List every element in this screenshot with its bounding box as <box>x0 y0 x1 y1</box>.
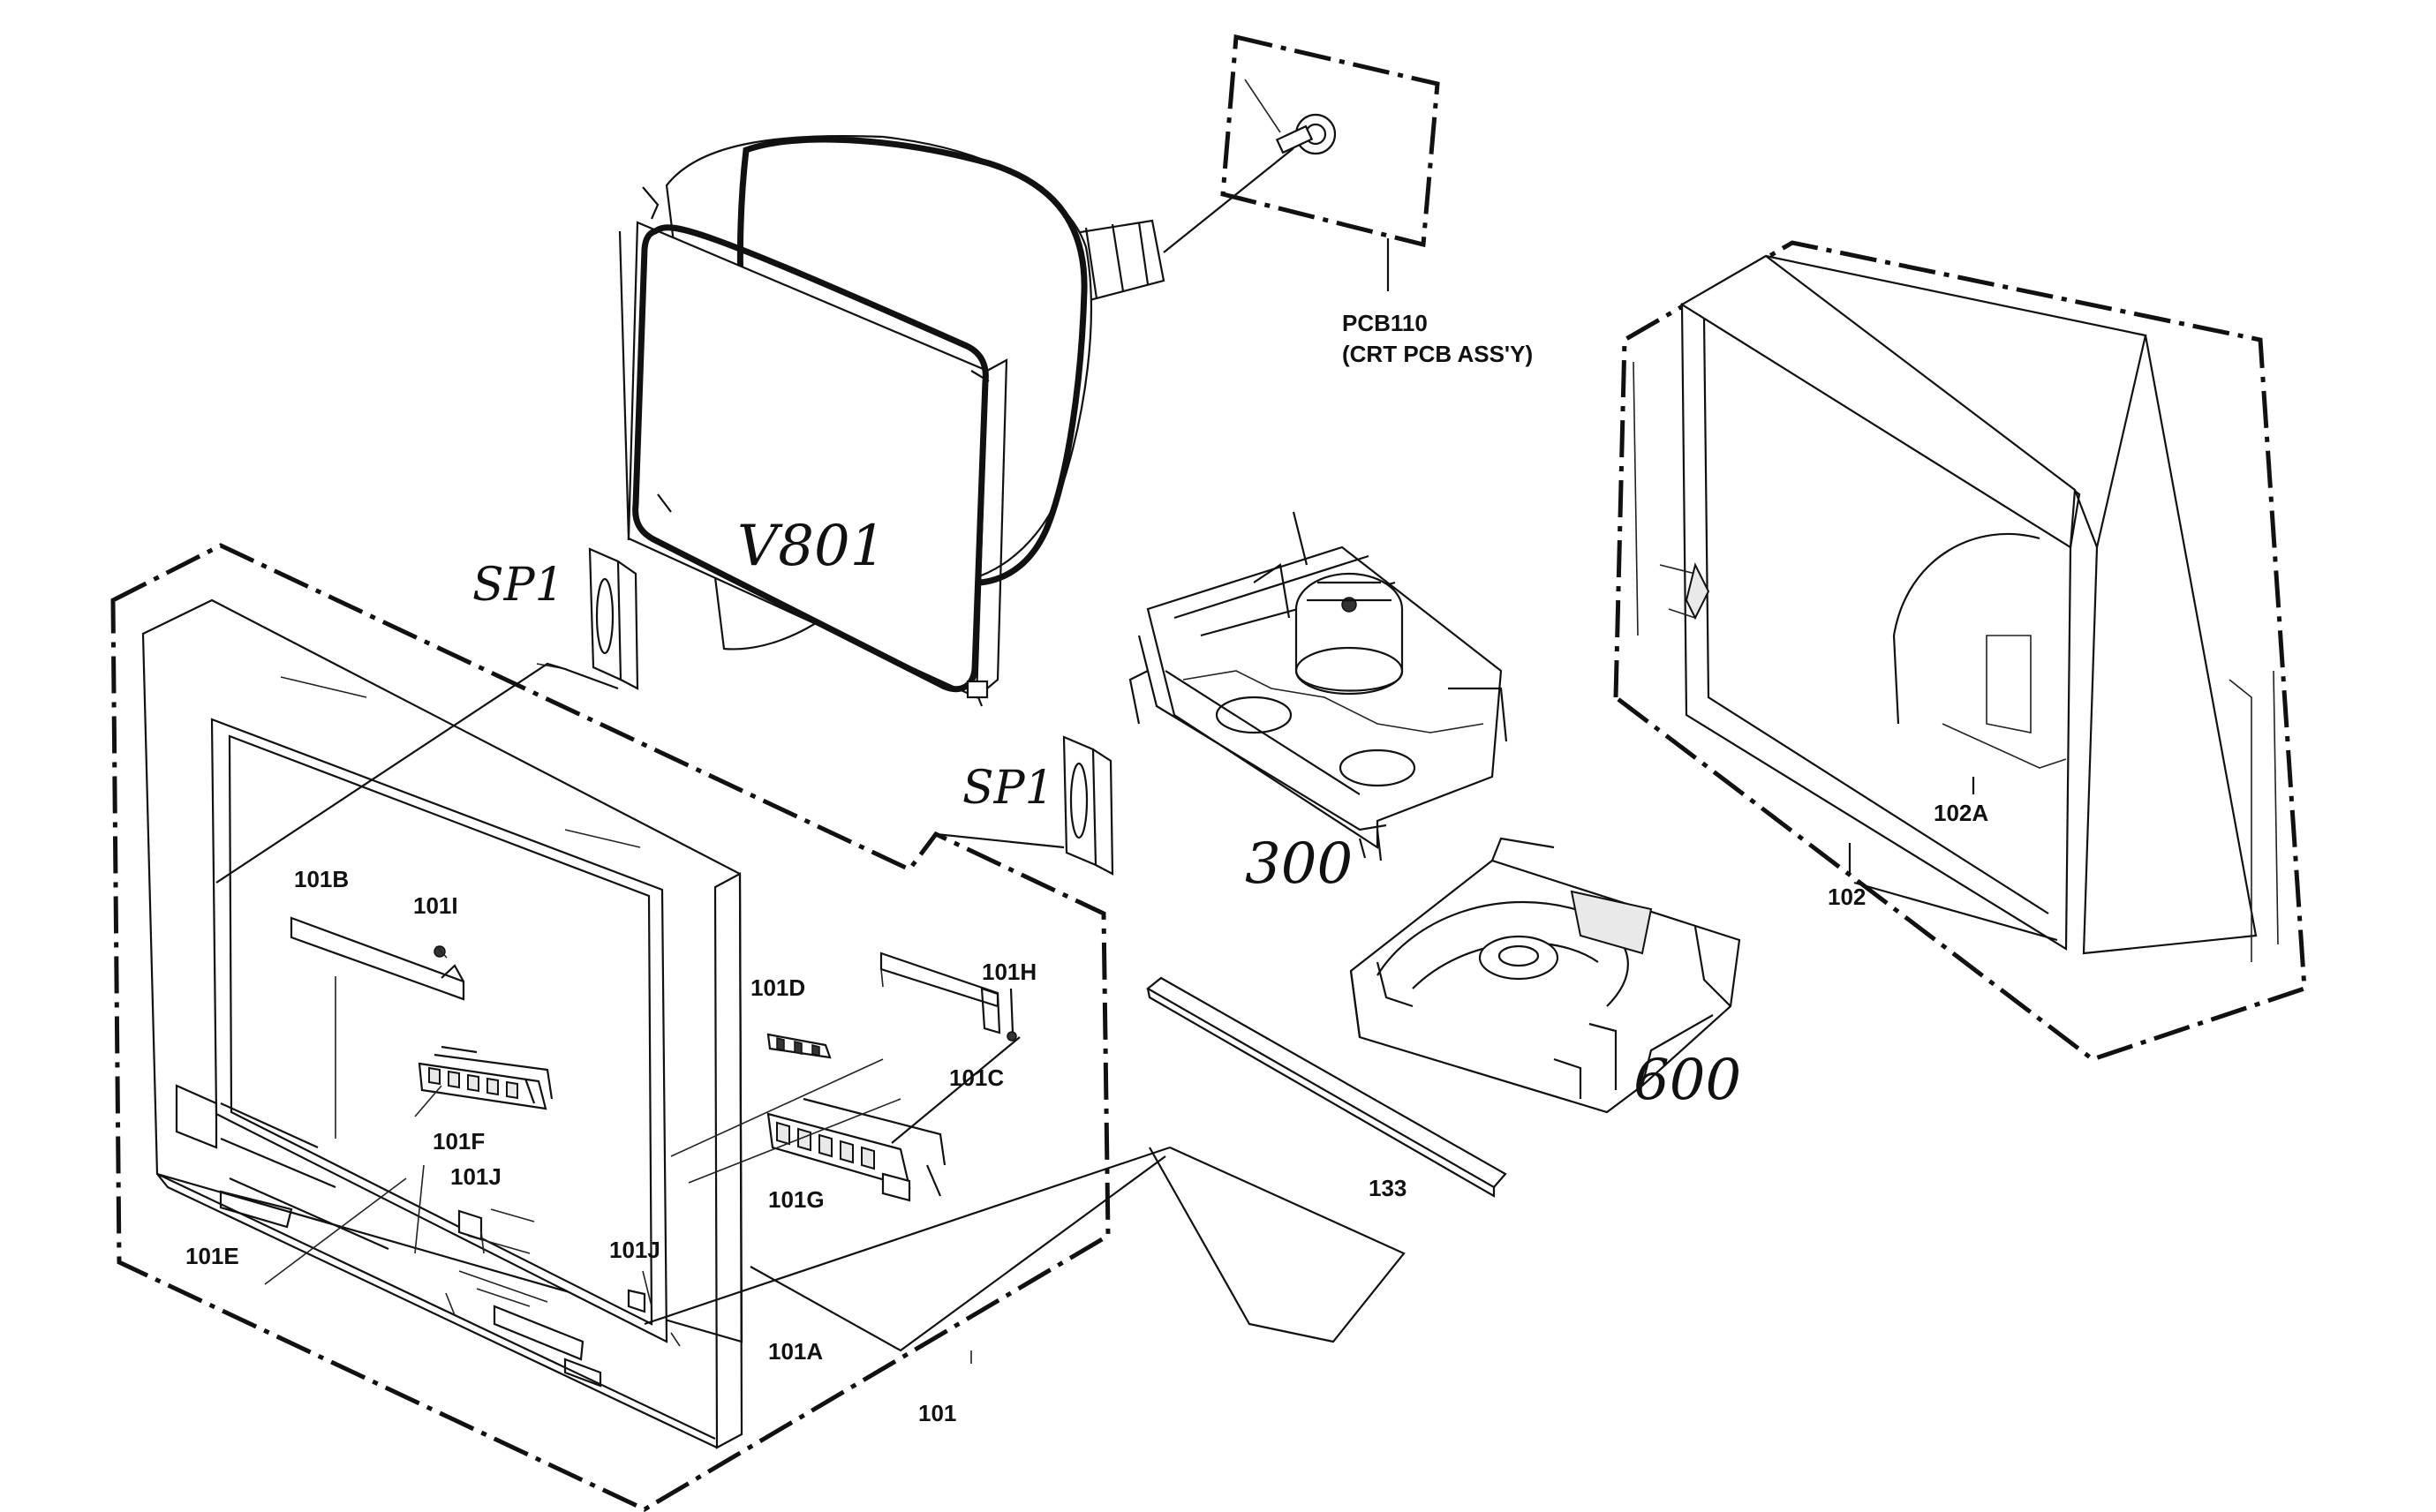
part-101c-rail <box>879 952 1001 1034</box>
label-101g: 101G <box>768 1186 825 1213</box>
left-speaker <box>536 547 639 690</box>
label-101: 101 <box>918 1400 956 1426</box>
label-101h: 101H <box>982 959 1037 985</box>
part-101j-bracket-upper <box>457 1208 535 1241</box>
label-sp1-left: SP1 <box>472 559 564 612</box>
label-101c: 101C <box>949 1064 1004 1091</box>
trim-strip-133 <box>1146 976 1507 1198</box>
part-101i-screw <box>434 945 448 959</box>
label-300: 300 <box>1245 831 1353 897</box>
vcr-mechanism <box>1128 511 1508 861</box>
label-pcb110: PCB110 <box>1342 310 1428 336</box>
label-101e: 101E <box>185 1243 239 1269</box>
label-101d: 101D <box>750 974 805 1001</box>
crt-pcb-assembly <box>1220 34 1440 291</box>
part-101f-button-board <box>418 1045 554 1110</box>
leader-lines <box>215 662 1406 1364</box>
label-101j-upper: 101J <box>450 1163 502 1190</box>
label-pcb110-description: (CRT PCB ASS'Y) <box>1342 341 1533 367</box>
dvd-loader <box>1349 837 1741 1114</box>
label-101b: 101B <box>294 866 349 892</box>
label-101j-lower: 101J <box>609 1237 660 1263</box>
label-101f: 101F <box>433 1128 485 1155</box>
label-102a: 102A <box>1934 800 1988 826</box>
part-101h-screw <box>1007 988 1017 1042</box>
label-102: 102 <box>1828 884 1866 910</box>
label-101a: 101A <box>768 1338 823 1365</box>
label-600: 600 <box>1633 1048 1741 1113</box>
front-cabinet <box>110 543 1111 1512</box>
right-speaker <box>1062 735 1114 876</box>
label-133: 133 <box>1369 1175 1407 1201</box>
crt-picture-tube <box>618 134 1294 707</box>
label-101i: 101I <box>413 892 458 919</box>
part-101j-bracket-lower <box>627 1289 646 1313</box>
part-101d-clip <box>766 1033 832 1059</box>
part-101g-button-board <box>766 1097 946 1202</box>
rear-cabinet <box>1613 240 2307 1062</box>
part-101b-bar <box>290 916 465 1139</box>
label-sp1-right: SP1 <box>962 762 1054 815</box>
label-v801: V801 <box>737 514 886 579</box>
